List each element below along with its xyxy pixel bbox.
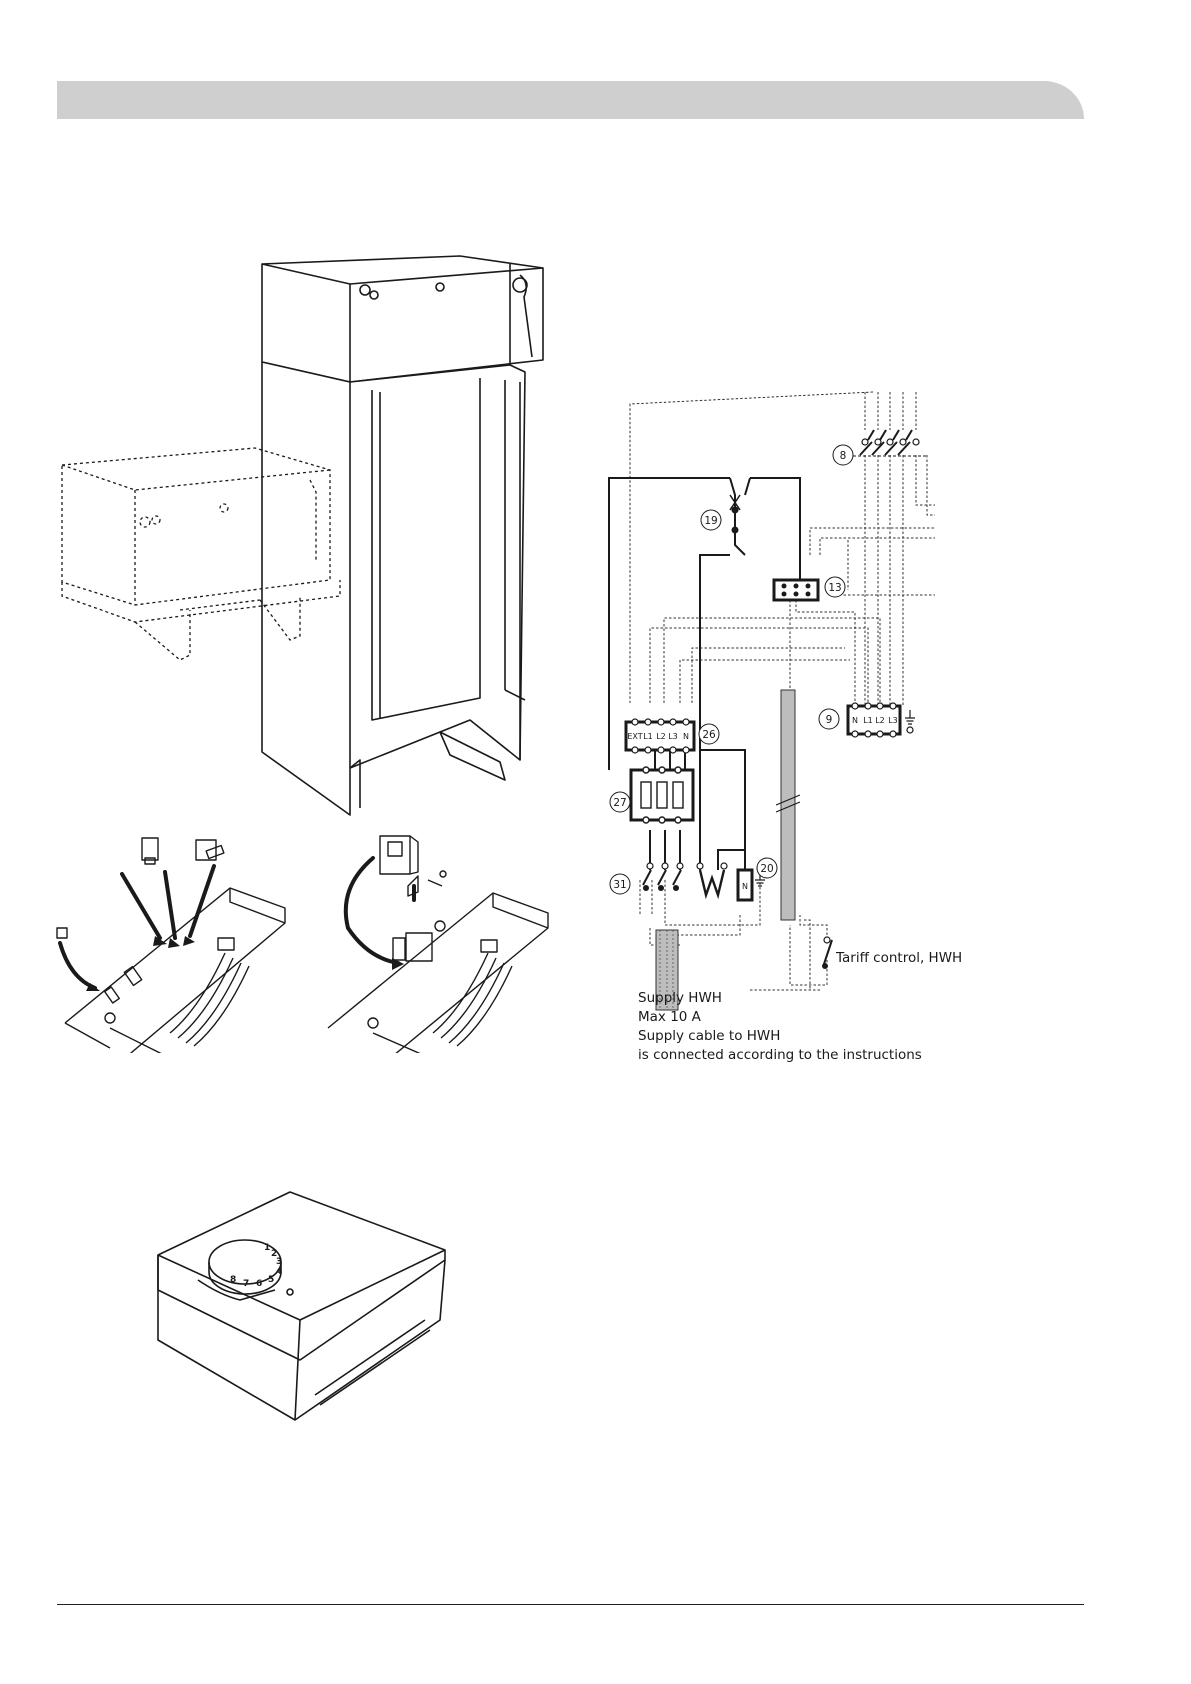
callout-20: 20 <box>760 863 773 875</box>
dial-number: 7 <box>243 1279 249 1289</box>
terminal-26-l1: L1 <box>643 732 653 741</box>
supply-notes: Supply HWH Max 10 A Supply cable to HWH … <box>638 989 998 1065</box>
footer-rule <box>57 1604 1084 1605</box>
terminal-block-13 <box>774 580 818 600</box>
terminal-26-ext: EXT <box>627 732 642 741</box>
callout-8: 8 <box>840 450 847 462</box>
terminal-20-n: N <box>742 882 748 891</box>
dial-number: 5 <box>268 1275 274 1285</box>
callout-27: 27 <box>613 797 626 809</box>
terminal-9-l2: L2 <box>875 716 885 725</box>
wiring-diagram: N L1 L2 L3 EXT L1 L2 L3 N N <box>0 0 1000 1100</box>
callout-13: 13 <box>828 582 841 594</box>
callout-26: 26 <box>702 729 716 741</box>
terminal-26-l3: L3 <box>668 732 678 741</box>
dial-number: 8 <box>230 1275 236 1285</box>
room-thermostat-illustration: 1 2 3 4 5 6 7 8 <box>140 1180 460 1430</box>
dial-number: 6 <box>256 1279 262 1289</box>
dial-number: 1 <box>264 1243 270 1253</box>
callout-19: 19 <box>704 515 717 527</box>
callout-31: 31 <box>613 879 626 891</box>
supply-note: Supply HWH <box>638 989 998 1008</box>
supply-note: Max 10 A <box>638 1008 998 1027</box>
terminal-26-n: N <box>683 732 689 741</box>
earth-icon <box>905 710 915 733</box>
terminal-9-l1: L1 <box>863 716 873 725</box>
tariff-control-label: Tariff control, HWH <box>836 950 962 966</box>
dial-number: 4 <box>276 1267 282 1277</box>
supply-note: Supply cable to HWH <box>638 1027 998 1046</box>
callout-9: 9 <box>826 714 833 726</box>
terminal-9-n: N <box>852 716 858 725</box>
supply-note: is connected according to the instructio… <box>638 1046 998 1065</box>
terminal-26-l2: L2 <box>656 732 666 741</box>
terminal-9-l3: L3 <box>888 716 898 725</box>
dial-number: 3 <box>276 1257 282 1267</box>
